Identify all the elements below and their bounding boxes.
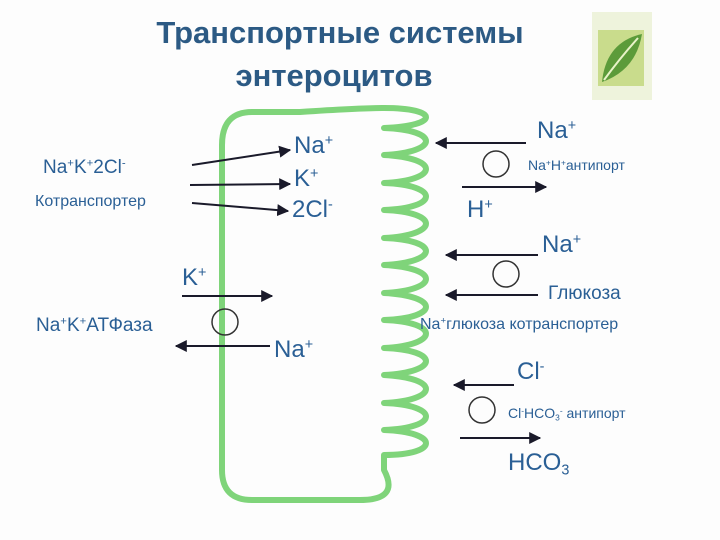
cell-membrane xyxy=(219,105,429,503)
arrow-k-in xyxy=(189,178,292,191)
slide-title-line1: Транспортные системы xyxy=(156,15,524,50)
slide-title-line2: энтероцитов xyxy=(235,58,433,93)
label-na-glucose: Na+ xyxy=(542,231,582,258)
label-antiport1: Na+H+антипорт xyxy=(528,157,625,173)
label-k-atpase: K+ xyxy=(182,264,207,291)
atpase-circle xyxy=(211,308,239,336)
label-hco3: HCO3 xyxy=(508,449,570,479)
antiport1-circle xyxy=(482,150,510,178)
antiport2-circle xyxy=(468,396,496,424)
label-k-in: K+ xyxy=(294,165,319,192)
label-cotransporter: Котранспортер xyxy=(35,193,146,210)
glucose-circle xyxy=(492,260,520,288)
label-atpase: Na+K+АТФаза xyxy=(36,315,153,336)
arrow-2cl-in xyxy=(191,202,290,217)
label-glucose-cotransporter: Na+глюкоза котранспортер xyxy=(420,315,619,333)
label-h-plus: H+ xyxy=(467,196,493,223)
label-antiport2: Cl-HCO3- антипорт xyxy=(508,405,626,423)
arrow-na-in xyxy=(191,145,292,166)
label-2cl-in: 2Cl- xyxy=(292,196,333,223)
label-cl-minus: Cl- xyxy=(517,358,545,385)
label-na-in: Na+ xyxy=(294,132,334,159)
label-na-out: Na+ xyxy=(274,336,314,363)
label-na-k-2cl: Na+K+2Cl- xyxy=(43,157,126,178)
label-na-antiport1: Na+ xyxy=(537,117,577,144)
label-glucose: Глюкоза xyxy=(548,283,621,304)
leaf-logo xyxy=(592,12,652,100)
